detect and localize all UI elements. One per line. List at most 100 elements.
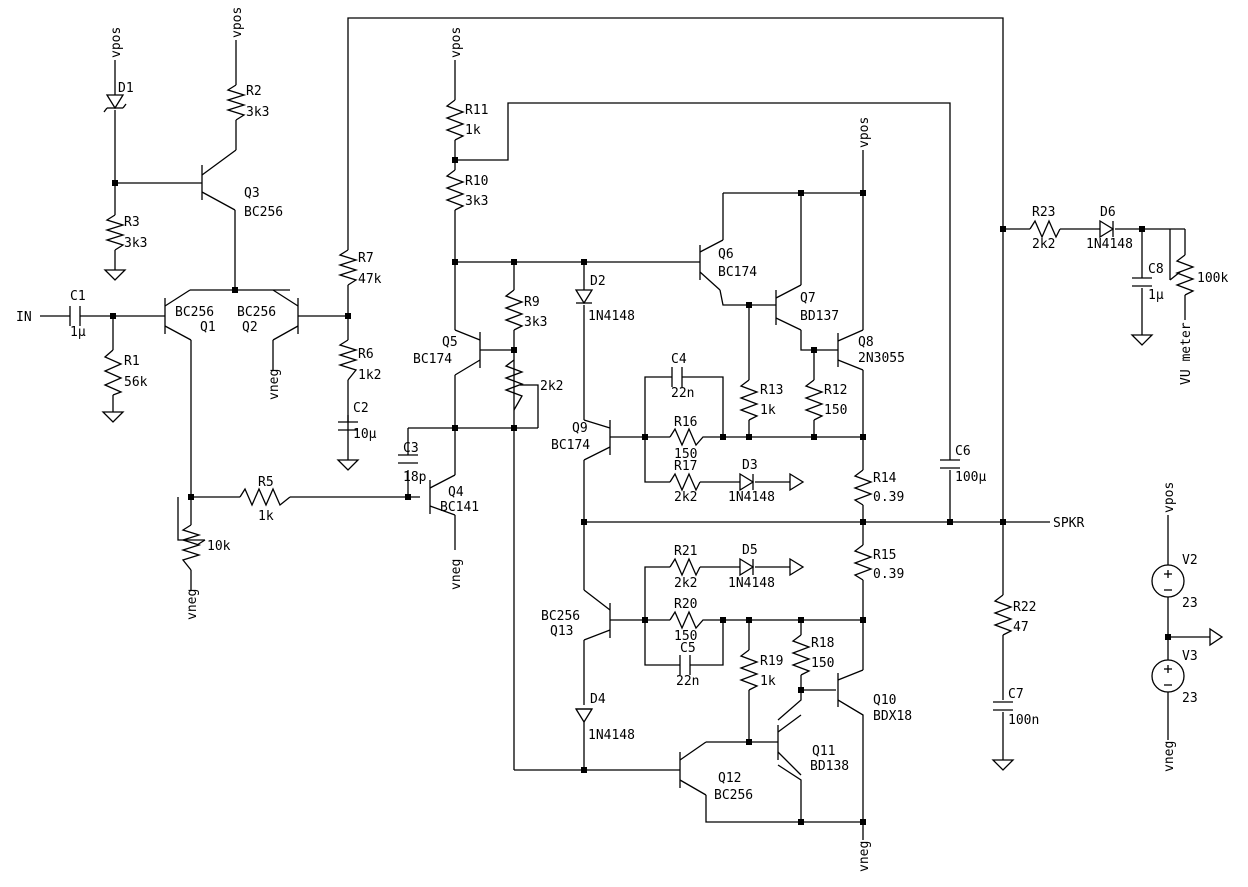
- potentiometer-100k: [1175, 254, 1195, 296]
- label-r1-value: 56k: [124, 375, 148, 390]
- ground-icon: [101, 411, 125, 423]
- label-q9-ref: Q9: [572, 421, 588, 436]
- label-pot-10k: 10k: [207, 539, 231, 554]
- label-q2-ref: Q2: [242, 320, 258, 335]
- resistor-r11: [445, 99, 465, 141]
- label-q13-value: BC256: [541, 609, 580, 624]
- net-label-vneg: vneg: [1162, 741, 1177, 772]
- label-v3-ref: V3: [1182, 649, 1198, 664]
- capacitors: [69, 277, 1152, 711]
- label-d2-value: 1N4148: [588, 309, 635, 324]
- wires: [40, 17, 1210, 840]
- net-label-vneg: vneg: [185, 589, 200, 620]
- transistor-q7: [775, 284, 802, 331]
- net-label-spkr: SPKR: [1053, 516, 1084, 531]
- capacitor-c5: [679, 655, 691, 675]
- label-r19-value: 1k: [760, 674, 776, 689]
- label-q12-value: BC256: [714, 788, 753, 803]
- label-c6-ref: C6: [955, 444, 971, 459]
- transistor-q12: [679, 741, 707, 796]
- label-q12-ref: Q12: [718, 771, 741, 786]
- label-r9-value: 3k3: [524, 315, 547, 330]
- label-d3-ref: D3: [742, 458, 758, 473]
- label-q8-value: 2N3055: [858, 351, 905, 366]
- label-c5-ref: C5: [680, 641, 696, 656]
- diode-d6: [1099, 219, 1115, 239]
- label-r21-value: 2k2: [674, 576, 697, 591]
- label-q3-ref: Q3: [244, 186, 260, 201]
- label-r19-ref: R19: [760, 654, 783, 669]
- ground-icon: [991, 759, 1015, 771]
- capacitor-c7: [993, 701, 1013, 711]
- resistor-r10: [445, 169, 465, 211]
- label-d6-ref: D6: [1100, 205, 1116, 220]
- label-r12-value: 150: [824, 403, 847, 418]
- diode-d5: [739, 557, 755, 577]
- resistor-r20: [669, 610, 705, 630]
- label-r7-ref: R7: [358, 251, 374, 266]
- ground-icon: [103, 269, 127, 281]
- label-d5-ref: D5: [742, 543, 758, 558]
- transistor-q6: [699, 239, 724, 291]
- label-q10-value: BDX18: [873, 709, 912, 724]
- transistor-q9: [583, 419, 611, 461]
- label-r14-ref: R14: [873, 471, 897, 486]
- label-c5-value: 22n: [676, 674, 699, 689]
- label-r12-ref: R12: [824, 383, 847, 398]
- capacitor-c3: [398, 454, 418, 464]
- label-r5-ref: R5: [258, 475, 274, 490]
- label-q6-ref: Q6: [718, 247, 734, 262]
- transistor-q10: [837, 669, 864, 716]
- resistor-r18: [791, 634, 811, 676]
- diode-d4: [574, 708, 594, 724]
- label-v2-ref: V2: [1182, 553, 1198, 568]
- resistor-r23: [1029, 219, 1061, 239]
- label-q5-value: BC174: [413, 352, 452, 367]
- label-r16-value: 150: [674, 447, 697, 462]
- label-q11-value: BD138: [810, 759, 849, 774]
- net-label-vpos: vpos: [857, 117, 872, 148]
- capacitor-c4: [671, 367, 683, 387]
- label-q10-ref: Q10: [873, 693, 896, 708]
- label-c1-value: 1µ: [70, 325, 86, 340]
- transistor-q3: [201, 149, 237, 211]
- resistor-r22: [993, 594, 1013, 636]
- label-r17-ref: R17: [674, 459, 697, 474]
- label-r16-ref: R16: [674, 415, 697, 430]
- resistor-r16: [669, 427, 705, 447]
- diodes: [103, 94, 1115, 724]
- label-q5-ref: Q5: [442, 335, 458, 350]
- source-v2: [1151, 564, 1185, 598]
- diode-d3: [739, 472, 755, 492]
- transistor-q4: [429, 474, 456, 516]
- label-q11-ref: Q11: [812, 744, 835, 759]
- label-r21-ref: R21: [674, 544, 697, 559]
- capacitor-c2: [338, 415, 358, 431]
- label-r13-ref: R13: [760, 383, 783, 398]
- label-r13-value: 1k: [760, 403, 776, 418]
- label-d3-value: 1N4148: [728, 490, 775, 505]
- component-labels: D1 R2 3k3 Q3 BC256 R3 3k3 C1 1µ R1 56k B…: [70, 81, 1228, 803]
- label-r1-ref: R1: [124, 354, 140, 369]
- resistors: [103, 84, 1195, 691]
- voltage-sources: [1151, 564, 1185, 693]
- label-v3-value: 23: [1182, 691, 1198, 706]
- label-d2-ref: D2: [590, 274, 606, 289]
- resistor-r2: [225, 84, 247, 121]
- resistor-r6: [337, 339, 359, 381]
- source-v3: [1151, 659, 1185, 693]
- label-c4-ref: C4: [671, 352, 687, 367]
- net-label-vpos: vpos: [1162, 482, 1177, 513]
- resistor-r17: [669, 472, 701, 492]
- label-c8-value: 1µ: [1148, 288, 1164, 303]
- diode-d1: [103, 94, 127, 113]
- net-label-vpos: vpos: [449, 27, 464, 58]
- label-r23-value: 2k2: [1032, 237, 1055, 252]
- label-c7-value: 100n: [1008, 713, 1039, 728]
- label-r22-value: 47: [1013, 620, 1029, 635]
- net-label-vneg: vneg: [857, 841, 872, 872]
- ground-icon: [789, 472, 805, 492]
- resistor-r7: [337, 249, 359, 286]
- label-r11-ref: R11: [465, 103, 488, 118]
- resistor-r14: [853, 469, 873, 506]
